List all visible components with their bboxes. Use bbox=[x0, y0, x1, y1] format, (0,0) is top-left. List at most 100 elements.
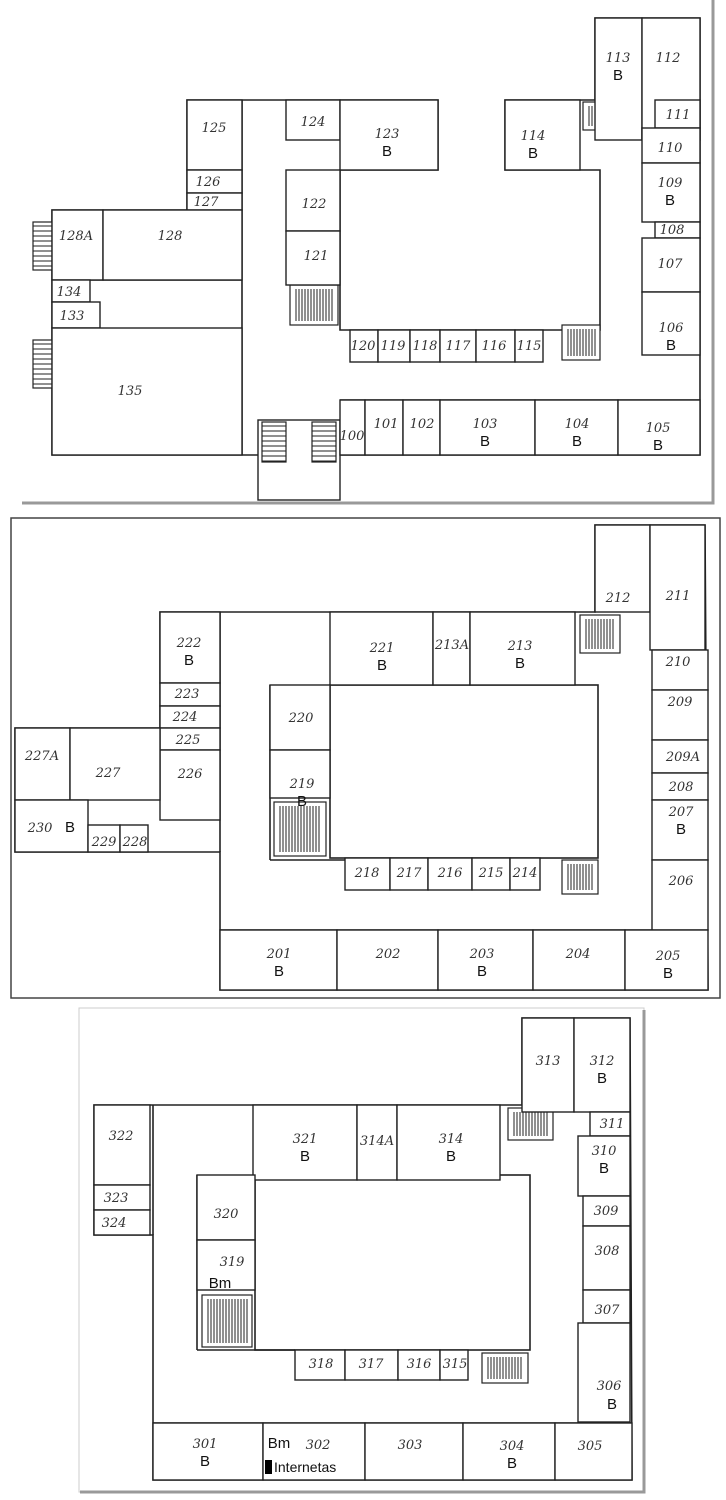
room-number: 133 bbox=[60, 309, 85, 324]
room-number: 218 bbox=[354, 866, 380, 881]
room-number: 117 bbox=[446, 339, 472, 354]
room-number: 306 bbox=[597, 1379, 622, 1394]
room-outline bbox=[577, 1135, 631, 1197]
room-303: 303 bbox=[364, 1422, 464, 1481]
room-number: 314A bbox=[360, 1134, 394, 1149]
room-outline bbox=[339, 399, 366, 456]
room-number: 318 bbox=[309, 1357, 334, 1372]
room-133: 133 bbox=[51, 301, 101, 329]
room-number: 227A bbox=[24, 749, 59, 764]
room-outline bbox=[356, 1104, 398, 1181]
room-outline bbox=[439, 329, 477, 363]
room-number: 226 bbox=[177, 767, 203, 782]
room-313: 313 bbox=[521, 1017, 575, 1113]
room-outline bbox=[102, 209, 243, 281]
room-number: 216 bbox=[437, 866, 463, 881]
room-number: 114 bbox=[521, 129, 546, 144]
room-202: 202 bbox=[336, 929, 439, 991]
room-outline bbox=[521, 1017, 575, 1113]
room-208: 208 bbox=[651, 772, 709, 801]
stairs-icon bbox=[289, 284, 339, 326]
room-number: 100 bbox=[340, 429, 365, 444]
room-320: 320 bbox=[196, 1174, 256, 1241]
room-number: 217 bbox=[396, 866, 423, 881]
room-tag: B bbox=[446, 1148, 456, 1165]
room-outline bbox=[93, 1104, 151, 1186]
room-outline bbox=[651, 859, 709, 931]
room-227A: 227A bbox=[14, 727, 71, 801]
room-224: 224 bbox=[159, 705, 221, 729]
room-number: 224 bbox=[172, 710, 198, 725]
room-number: 319 bbox=[220, 1255, 245, 1270]
room-tag: B bbox=[666, 337, 676, 354]
room-116: 116 bbox=[475, 329, 516, 363]
room-number: 107 bbox=[658, 257, 684, 272]
room-outline bbox=[87, 824, 121, 853]
room-number: 209 bbox=[667, 695, 693, 710]
room-128: 128 bbox=[102, 209, 243, 281]
room-number: 219 bbox=[289, 777, 315, 792]
room-number: 209A bbox=[665, 750, 700, 765]
room-228: 228 bbox=[119, 824, 149, 853]
room-number: 315 bbox=[443, 1357, 468, 1372]
room-outline bbox=[269, 749, 331, 799]
room-outline bbox=[51, 209, 104, 281]
room-115: 115 bbox=[514, 329, 544, 363]
room-number: 123 bbox=[375, 127, 400, 142]
room-213A: 213A bbox=[432, 611, 471, 686]
room-number: 106 bbox=[659, 321, 684, 336]
room-number: 314 bbox=[439, 1132, 464, 1147]
room-305: 305 bbox=[554, 1422, 633, 1481]
room-number: 229 bbox=[91, 835, 117, 850]
room-318: 318 bbox=[294, 1349, 346, 1381]
room-tag: Bm bbox=[209, 1275, 232, 1292]
room-outline bbox=[159, 611, 221, 684]
room-number: 112 bbox=[656, 51, 681, 66]
room-number: 204 bbox=[565, 947, 591, 962]
room-number: 121 bbox=[304, 249, 329, 264]
room-outline bbox=[594, 524, 651, 613]
room-number: 305 bbox=[578, 1439, 603, 1454]
room-226: 226 bbox=[159, 749, 221, 821]
room-number: 122 bbox=[302, 197, 327, 212]
room-outline bbox=[641, 291, 701, 356]
room-217: 217 bbox=[389, 857, 429, 891]
room-outline bbox=[462, 1422, 556, 1481]
room-110: 110 bbox=[641, 127, 701, 164]
room-tag: B bbox=[200, 1453, 210, 1470]
room-number: 221 bbox=[369, 641, 395, 656]
room-number: 214 bbox=[512, 866, 538, 881]
room-number: 324 bbox=[102, 1216, 127, 1231]
room-tag: B bbox=[572, 433, 582, 450]
room-number: 102 bbox=[410, 417, 435, 432]
room-317: 317 bbox=[344, 1349, 399, 1381]
room-125: 125 bbox=[186, 99, 243, 171]
room-outline bbox=[219, 929, 338, 991]
room-117: 117 bbox=[439, 329, 477, 363]
room-outline bbox=[624, 929, 709, 991]
room-outline bbox=[285, 230, 341, 286]
room-227: 227 bbox=[69, 727, 161, 801]
room-outline bbox=[651, 649, 709, 691]
room-outline bbox=[396, 1104, 501, 1181]
room-note: Internetas bbox=[274, 1459, 336, 1475]
room-outline bbox=[285, 99, 341, 141]
room-outline bbox=[14, 727, 71, 801]
stairs-icon bbox=[579, 614, 621, 654]
room-number: 109 bbox=[658, 176, 683, 191]
room-outline bbox=[269, 684, 331, 751]
room-tag: B bbox=[676, 821, 686, 838]
room-127: 127 bbox=[186, 192, 243, 211]
room-220: 220 bbox=[269, 684, 331, 751]
room-204: 204 bbox=[532, 929, 626, 991]
room-number: 126 bbox=[196, 175, 221, 190]
room-number: 227 bbox=[95, 766, 122, 781]
room-tag: B bbox=[184, 652, 194, 669]
room-outline bbox=[534, 399, 619, 456]
room-outline bbox=[196, 1239, 256, 1291]
